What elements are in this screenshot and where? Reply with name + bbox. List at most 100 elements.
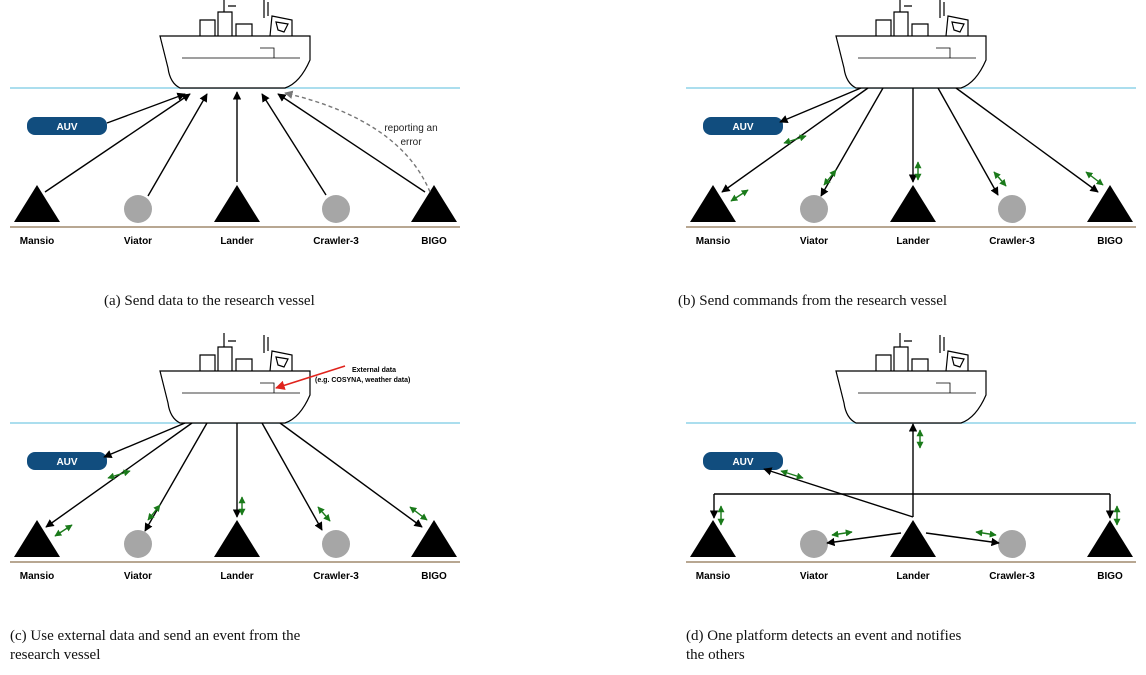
node-label-crawler-3: Crawler-3 bbox=[989, 236, 1035, 247]
node-label-crawler-3: Crawler-3 bbox=[989, 571, 1035, 582]
platform-triangle-mansio bbox=[690, 185, 736, 222]
caption-a: (a) Send data to the research vessel bbox=[104, 293, 315, 309]
vessel-deck-detail bbox=[182, 47, 300, 59]
vessel-crane bbox=[269, 15, 293, 37]
external-data-subtitle: (e.g. COSYNA, weather data) bbox=[315, 377, 410, 384]
node-label-lander: Lander bbox=[896, 236, 929, 247]
bidirectional-green-arrow bbox=[975, 529, 997, 538]
auv-vehicle: AUV bbox=[703, 117, 783, 135]
node-label-lander: Lander bbox=[896, 571, 929, 582]
arrow bbox=[44, 93, 191, 193]
auv-body bbox=[27, 452, 107, 470]
vessel-mast bbox=[223, 333, 269, 353]
bidirectional-green-arrow bbox=[823, 169, 837, 186]
auv-vehicle: AUV bbox=[27, 452, 107, 470]
platform-triangle-lander bbox=[890, 185, 936, 222]
arrow bbox=[261, 93, 327, 196]
node-label-viator: Viator bbox=[124, 236, 152, 247]
bidirectional-green-arrow bbox=[831, 529, 853, 538]
arrow bbox=[103, 422, 186, 458]
platform-circle-crawler-3 bbox=[998, 530, 1026, 558]
platform-circle-viator bbox=[124, 195, 152, 223]
caption-d-line2: the others bbox=[686, 647, 745, 663]
vessel-crane bbox=[945, 15, 969, 37]
node-label-lander: Lander bbox=[220, 571, 253, 582]
node-label-bigo: BIGO bbox=[421, 236, 447, 247]
arrow bbox=[779, 87, 862, 123]
platform-triangle-mansio bbox=[690, 520, 736, 557]
research-vessel-icon bbox=[835, 0, 987, 89]
vessel-hull bbox=[835, 35, 987, 89]
vessel-superstructure bbox=[199, 346, 253, 371]
arrow bbox=[279, 422, 423, 528]
vessel-deck-detail bbox=[858, 382, 976, 394]
node-label-viator: Viator bbox=[800, 236, 828, 247]
arrow bbox=[826, 532, 902, 547]
platform-circle-crawler-3 bbox=[322, 530, 350, 558]
auv-vehicle: AUV bbox=[27, 117, 107, 135]
arrow bbox=[820, 87, 884, 197]
platform-triangle-bigo bbox=[411, 520, 457, 557]
node-label-crawler-3: Crawler-3 bbox=[313, 571, 359, 582]
caption-c: (c) Use external data and send an event … bbox=[10, 627, 480, 665]
vessel-hull bbox=[159, 370, 311, 424]
annotation-line2: error bbox=[400, 137, 422, 148]
bidirectional-green-arrow bbox=[730, 189, 749, 202]
bidirectional-green-arrow bbox=[107, 469, 131, 480]
caption-d: (d) One platform detects an event and no… bbox=[686, 627, 1141, 665]
vessel-hull bbox=[835, 370, 987, 424]
node-label-mansio: Mansio bbox=[696, 571, 730, 582]
vessel-superstructure bbox=[875, 11, 929, 36]
vessel-hull bbox=[159, 35, 311, 89]
node-label-mansio: Mansio bbox=[20, 236, 54, 247]
caption-b: (b) Send commands from the research vess… bbox=[678, 293, 948, 309]
platform-circle-crawler-3 bbox=[998, 195, 1026, 223]
research-vessel-icon bbox=[835, 333, 987, 424]
node-label-mansio: Mansio bbox=[20, 571, 54, 582]
auv-label: AUV bbox=[732, 122, 753, 133]
external-data-red-arrow bbox=[275, 365, 346, 390]
vessel-deck-detail bbox=[858, 47, 976, 59]
platform-circle-viator bbox=[800, 530, 828, 558]
bidirectional-green-arrow bbox=[409, 506, 428, 521]
research-vessel-icon bbox=[159, 0, 311, 89]
node-label-lander: Lander bbox=[220, 236, 253, 247]
platform-triangle-lander bbox=[214, 520, 260, 557]
vessel-mast bbox=[223, 0, 269, 18]
arrow bbox=[763, 467, 914, 518]
dashed-error-arrow bbox=[284, 90, 431, 193]
node-label-bigo: BIGO bbox=[421, 571, 447, 582]
platform-triangle-lander bbox=[890, 520, 936, 557]
bidirectional-green-arrow bbox=[317, 506, 331, 522]
vessel-superstructure bbox=[875, 346, 929, 371]
arrow bbox=[106, 92, 186, 124]
caption-c-line1: (c) Use external data and send an event … bbox=[10, 628, 301, 644]
arrow bbox=[937, 87, 999, 196]
auv-vehicle: AUV bbox=[703, 452, 783, 470]
arrow bbox=[925, 532, 1000, 547]
annotation-line1: reporting an bbox=[384, 123, 437, 134]
vessel-superstructure bbox=[199, 11, 253, 36]
node-label-bigo: BIGO bbox=[1097, 236, 1123, 247]
arrow bbox=[144, 422, 208, 532]
node-label-mansio: Mansio bbox=[696, 236, 730, 247]
vessel-crane bbox=[269, 350, 293, 372]
bidirectional-green-arrow bbox=[780, 469, 804, 480]
arrow bbox=[147, 93, 208, 197]
platform-triangle-mansio bbox=[14, 185, 60, 222]
panel-b: AUV Mansio Viator Lander Crawler-3 BIGO bbox=[686, 0, 1136, 247]
caption-c-line2: research vessel bbox=[10, 647, 101, 663]
vessel-crane bbox=[945, 350, 969, 372]
vessel-mast bbox=[899, 333, 945, 353]
platform-circle-crawler-3 bbox=[322, 195, 350, 223]
bidirectional-green-arrow bbox=[993, 171, 1007, 187]
external-data-title: External data bbox=[352, 367, 396, 374]
platform-circle-viator bbox=[124, 530, 152, 558]
auv-body bbox=[703, 117, 783, 135]
arrow bbox=[261, 422, 323, 531]
bidirectional-green-arrow bbox=[54, 524, 73, 537]
